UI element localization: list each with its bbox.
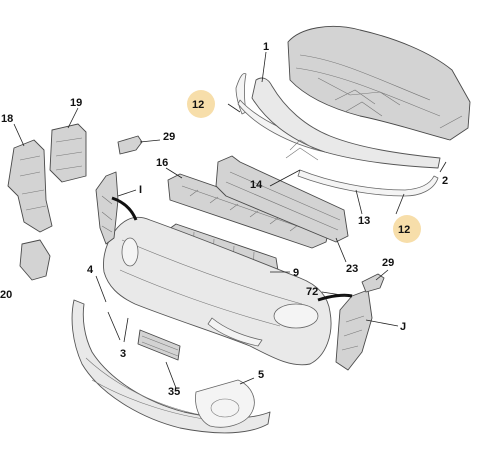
callout-J: J [400, 321, 406, 333]
svg-text:23: 23 [346, 263, 358, 275]
callout-20: 20 [0, 289, 12, 301]
callout-23: 23 [346, 263, 358, 275]
svg-text:13: 13 [358, 215, 370, 227]
part-grille-surround [251, 77, 441, 169]
svg-text:3: 3 [120, 348, 126, 360]
part-small-bracket [19, 239, 51, 281]
callout-9: 9 [293, 267, 299, 279]
part-bumper-cover [103, 216, 332, 366]
svg-text:18: 18 [1, 113, 13, 125]
part-clip-right [361, 273, 385, 293]
part-seal-strip-right [317, 293, 353, 302]
svg-text:1: 1 [263, 41, 269, 53]
callout-19: 19 [70, 97, 82, 109]
part-left-support [7, 139, 53, 233]
callout-4: 4 [87, 264, 94, 276]
part-clip-left [117, 135, 143, 155]
part-impact-beam [215, 155, 349, 243]
svg-text:16: 16 [156, 157, 168, 169]
part-upper-absorber [167, 173, 331, 249]
leader-lines [13, 51, 447, 389]
svg-text:72: 72 [306, 286, 318, 298]
callout-14: 14 [250, 179, 263, 191]
fog-lamp-opening [210, 398, 240, 418]
svg-text:14: 14 [250, 179, 263, 191]
callout-12-lower: 12 [393, 215, 421, 243]
callout-1: 1 [263, 41, 269, 53]
callout-3: 3 [120, 348, 126, 360]
part-left-bracket [95, 171, 119, 245]
part-right-bracket [335, 289, 373, 371]
part-seal-strip-left [111, 196, 138, 221]
svg-text:2: 2 [442, 175, 448, 187]
callout-5: 5 [258, 369, 264, 381]
svg-text:19: 19 [70, 97, 82, 109]
svg-text:29: 29 [382, 257, 394, 269]
part-chrome-strip-lower [297, 169, 439, 197]
svg-text:35: 35 [168, 386, 180, 398]
callout-12-upper: 12 [187, 90, 215, 118]
callout-12-upper-highlight [187, 90, 215, 118]
callout-13: 13 [358, 215, 370, 227]
callout-2: 2 [442, 175, 448, 187]
callout-12-lower-highlight [393, 215, 421, 243]
callout-72: 72 [306, 286, 318, 298]
callout-16: 16 [156, 157, 168, 169]
part-fog-lamp-cover [195, 379, 255, 428]
svg-text:4: 4 [87, 264, 94, 276]
svg-text:9: 9 [293, 267, 299, 279]
svg-text:5: 5 [258, 369, 264, 381]
callout-I: I [139, 184, 142, 196]
part-headlamp-bracket [49, 123, 87, 183]
callout-29-right: 29 [382, 257, 394, 269]
svg-text:12: 12 [192, 99, 204, 111]
svg-text:12: 12 [398, 224, 410, 236]
svg-text:20: 20 [0, 289, 12, 301]
svg-text:J: J [400, 321, 406, 333]
svg-text:I: I [139, 184, 142, 196]
part-small-grille [137, 329, 181, 361]
callout-35: 35 [168, 386, 180, 398]
part-upper-grille [287, 25, 471, 141]
svg-text:29: 29 [163, 131, 175, 143]
callout-18: 18 [1, 113, 13, 125]
callout-29-left: 29 [163, 131, 175, 143]
